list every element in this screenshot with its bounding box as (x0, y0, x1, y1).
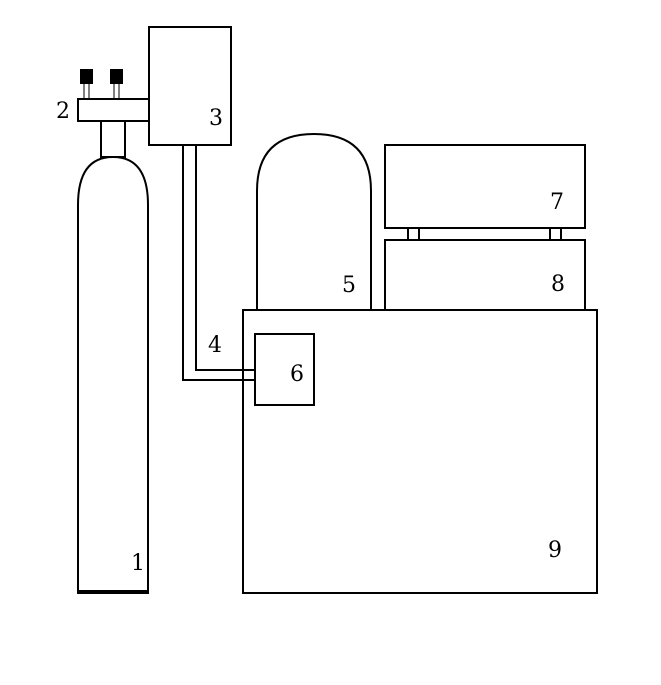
upper-unit (384, 144, 586, 229)
unit-spacers (407, 227, 562, 241)
label-manifold: 2 (56, 99, 70, 124)
valve-manifold (77, 69, 150, 122)
label-pipe: 4 (208, 333, 222, 358)
valve-knob-right (110, 69, 123, 84)
gas-cylinder (77, 120, 149, 594)
connecting-pipe (182, 145, 255, 381)
label-small-box: 6 (290, 362, 304, 387)
dome (256, 132, 372, 310)
label-upper-unit: 7 (550, 190, 564, 215)
main-chamber (242, 309, 598, 594)
lower-unit (384, 239, 586, 311)
label-cylinder: 1 (131, 551, 145, 576)
small-box (254, 333, 315, 406)
label-main-chamber: 9 (548, 538, 562, 563)
label-controller: 3 (209, 106, 223, 131)
controller-box (148, 26, 232, 146)
label-lower-unit: 8 (551, 272, 565, 297)
label-dome: 5 (342, 273, 356, 298)
valve-knob-left (80, 69, 93, 84)
